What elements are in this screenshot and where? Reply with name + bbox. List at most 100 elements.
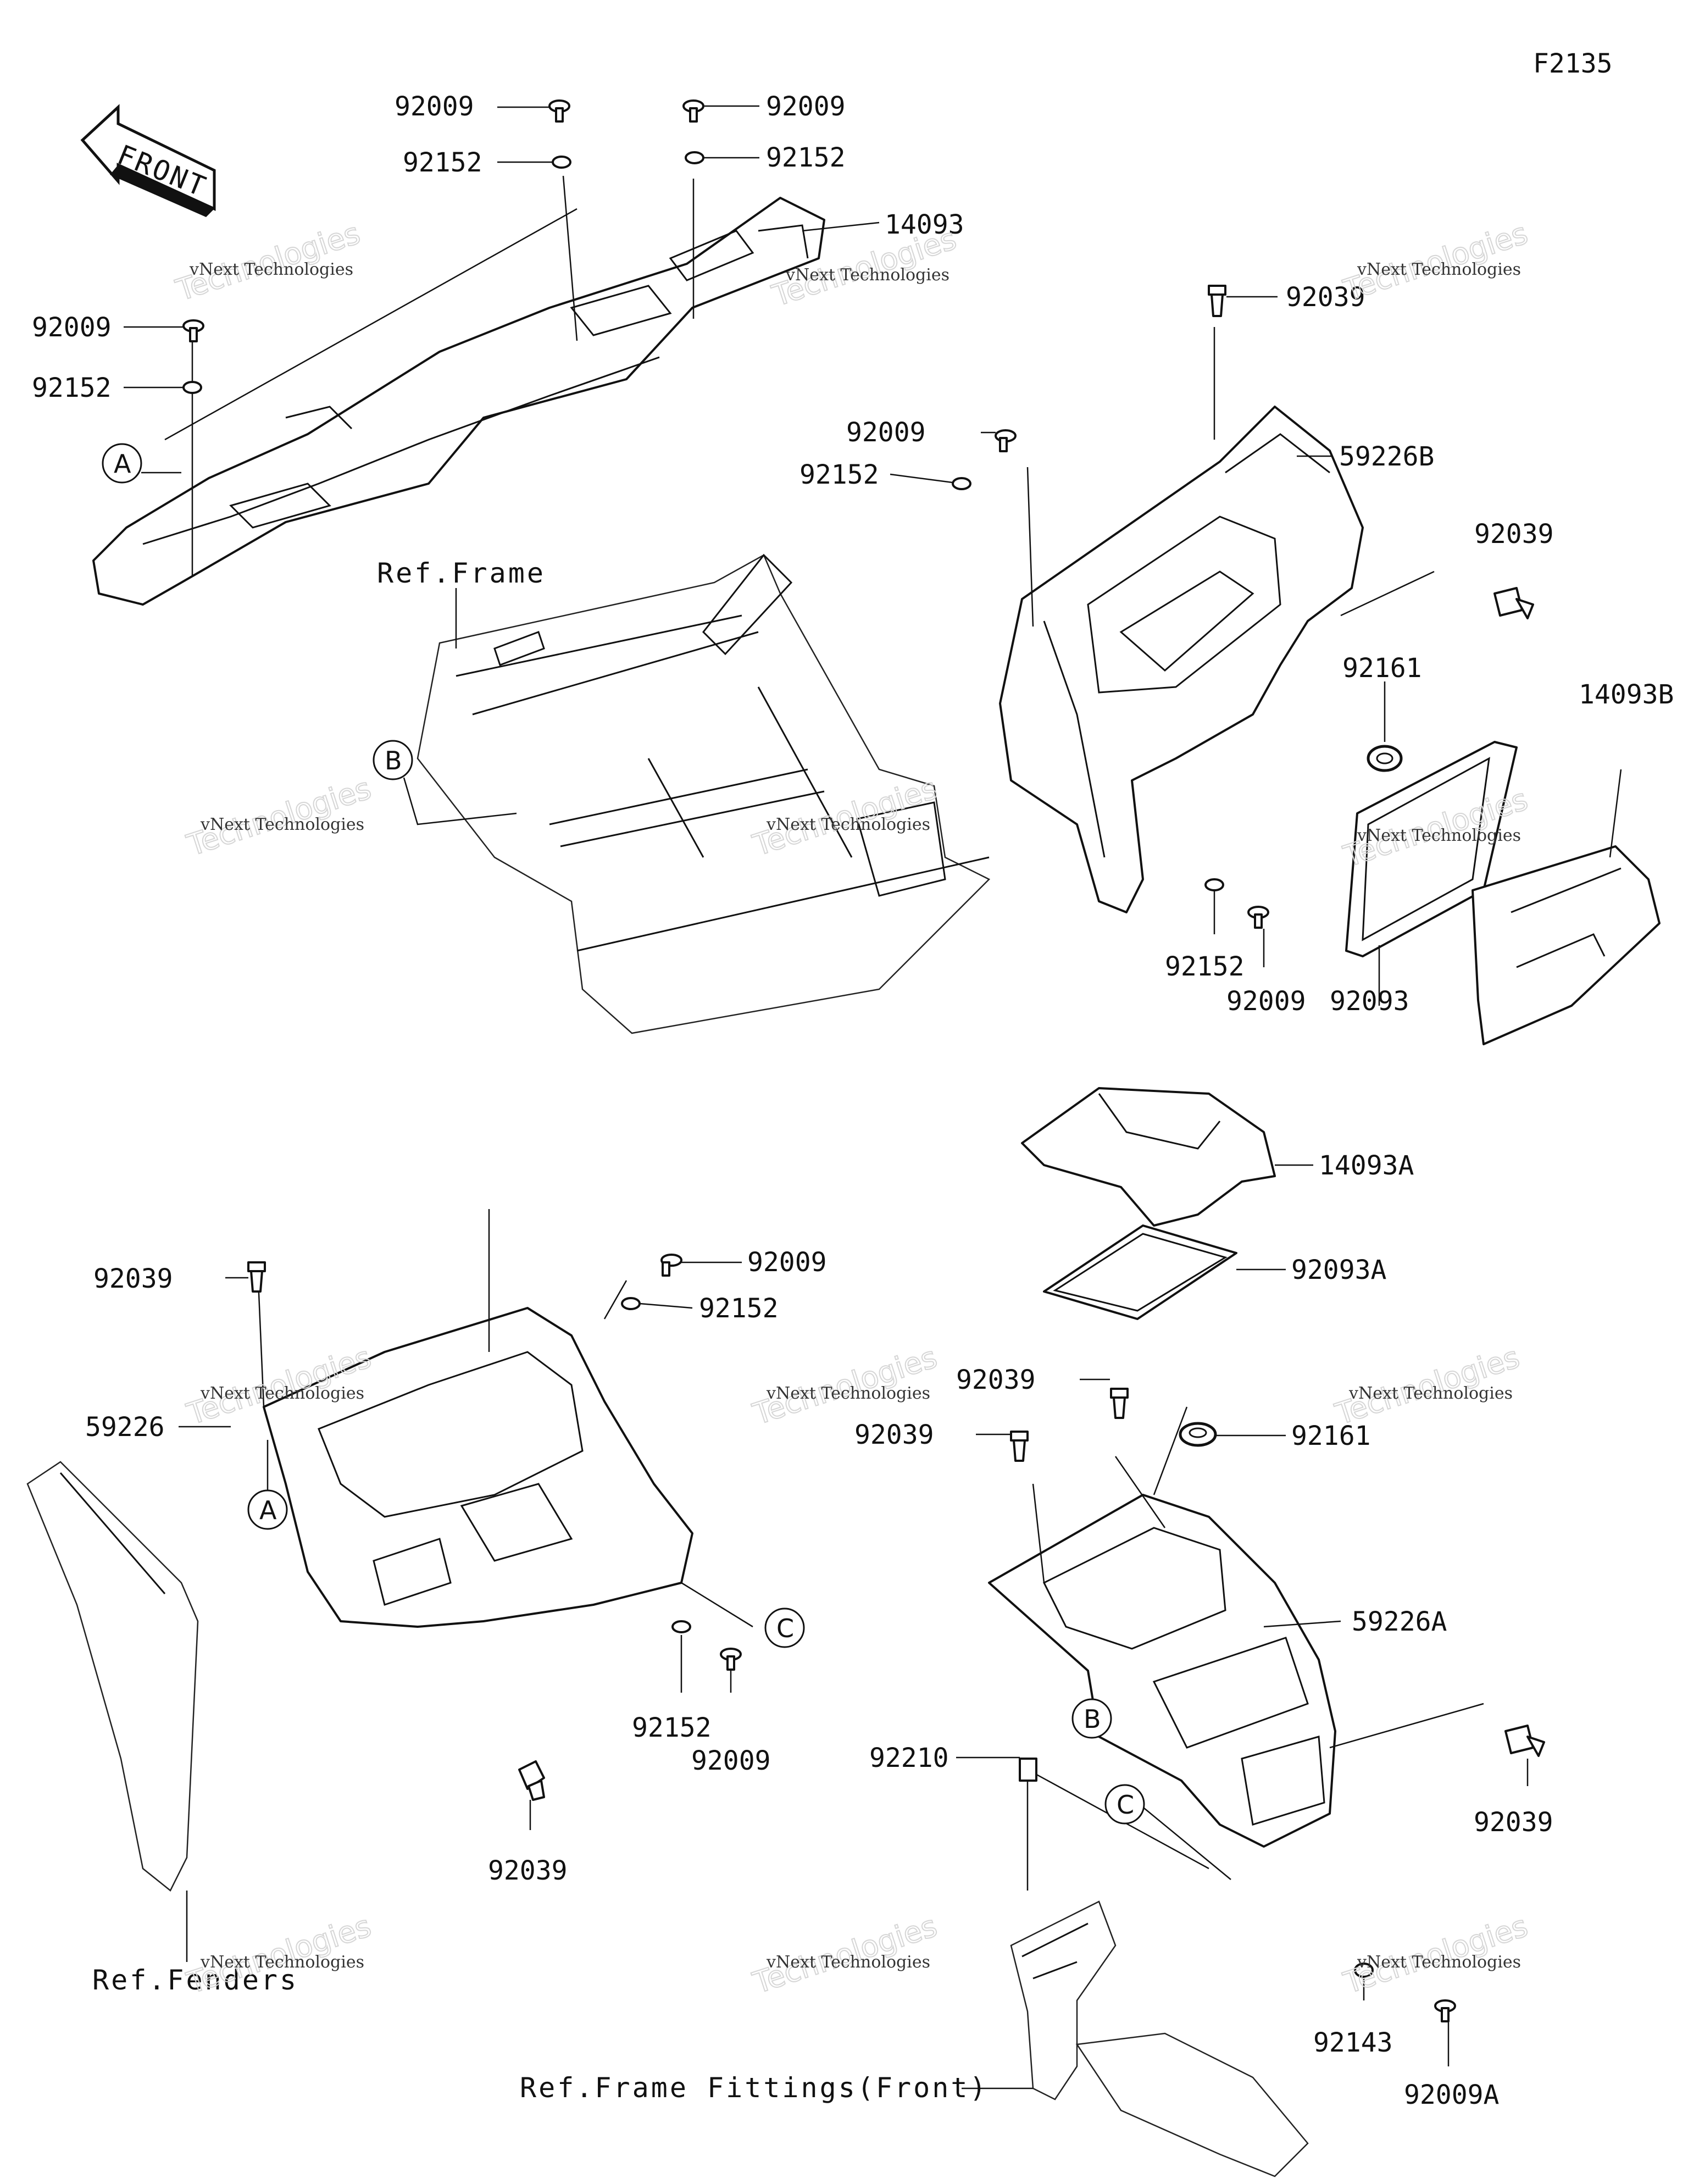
label-92093A: 92093A bbox=[1291, 1255, 1386, 1285]
circle-c-right: C bbox=[1104, 1784, 1145, 1825]
svg-text:vNext Technologies: vNext Technologies bbox=[189, 260, 353, 279]
part-59226B-rack bbox=[999, 406, 1364, 913]
part-59226-rack bbox=[263, 1307, 693, 1628]
washer-92152-icon bbox=[1204, 878, 1224, 891]
label-92152: 92152 bbox=[699, 1293, 779, 1324]
clip-92039-icon bbox=[1493, 587, 1534, 619]
svg-text:vNext Technologies: vNext Technologies bbox=[1357, 1953, 1521, 1972]
screw-92009-icon bbox=[182, 319, 204, 342]
label-92009: 92009 bbox=[32, 312, 112, 343]
svg-text:vNext Technologies: vNext Technologies bbox=[1357, 826, 1521, 845]
screw-92009-icon bbox=[682, 99, 704, 123]
label-59226A: 59226A bbox=[1352, 1606, 1447, 1637]
svg-text:vNext Technologies: vNext Technologies bbox=[766, 1953, 930, 1972]
part-14093A-cover bbox=[1021, 1087, 1276, 1227]
svg-text:A: A bbox=[259, 1495, 277, 1525]
label-14093B: 14093B bbox=[1579, 679, 1674, 710]
label-92152: 92152 bbox=[766, 142, 846, 173]
screw-92009-icon bbox=[720, 1648, 742, 1671]
svg-text:B: B bbox=[385, 746, 402, 775]
screw-92009-icon bbox=[995, 429, 1017, 452]
label-92039: 92039 bbox=[488, 1855, 568, 1886]
label-14093A: 14093A bbox=[1319, 1150, 1414, 1181]
screw-icons bbox=[182, 99, 1456, 2022]
label-14093: 14093 bbox=[885, 209, 964, 240]
label-92161: 92161 bbox=[1342, 653, 1422, 684]
ref-frame-label: Ref.Frame bbox=[377, 557, 546, 589]
svg-text:vNext Technologies: vNext Technologies bbox=[1348, 1384, 1513, 1403]
label-92152: 92152 bbox=[403, 147, 482, 178]
washer-92152-icon bbox=[621, 1297, 641, 1310]
screw-92009-icon bbox=[1247, 906, 1269, 929]
circle-b-bottom: B bbox=[1071, 1698, 1112, 1739]
label-59226: 59226 bbox=[85, 1412, 165, 1443]
clip-92039-icon bbox=[1504, 1725, 1545, 1757]
svg-text:vNext Technologies: vNext Technologies bbox=[766, 1384, 930, 1403]
svg-text:C: C bbox=[1117, 1790, 1134, 1820]
part-59226A-rack bbox=[988, 1494, 1336, 1848]
part-labels: 92009 92009 92152 92152 14093 92009 9215… bbox=[32, 91, 1674, 2110]
ref-frame-fittings-label: Ref.Frame Fittings(Front) bbox=[520, 2072, 989, 2104]
label-leaders bbox=[124, 105, 1529, 2066]
label-92039: 92039 bbox=[1474, 1807, 1553, 1838]
label-92039: 92039 bbox=[1474, 519, 1554, 550]
frame-reference bbox=[417, 553, 991, 1034]
clip-92039-icon bbox=[518, 1760, 545, 1801]
label-92093: 92093 bbox=[1330, 986, 1409, 1017]
svg-text:vNext Technologies: vNext Technologies bbox=[785, 265, 949, 285]
label-92009: 92009 bbox=[1226, 986, 1306, 1017]
screw-92009-icon bbox=[548, 99, 570, 123]
washer-92143-icon bbox=[1354, 1963, 1374, 1978]
part-14093B-cover bbox=[1472, 845, 1661, 1045]
svg-text:A: A bbox=[114, 449, 131, 479]
circle-b-top: B bbox=[373, 740, 413, 780]
label-92161: 92161 bbox=[1291, 1421, 1371, 1451]
frame-fittings-reference bbox=[1010, 1900, 1309, 2177]
label-92152: 92152 bbox=[799, 459, 879, 490]
ref-fenders-label: Ref.Fenders bbox=[92, 1964, 298, 1996]
circle-c-left: C bbox=[764, 1607, 805, 1648]
svg-text:vNext Technologies: vNext Technologies bbox=[200, 1384, 364, 1403]
washer-icons bbox=[182, 151, 1374, 1978]
svg-text:vNext Technologies: vNext Technologies bbox=[200, 815, 364, 834]
clip-92039-icon bbox=[1010, 1431, 1029, 1462]
svg-text:C: C bbox=[776, 1614, 794, 1643]
label-92152: 92152 bbox=[1165, 951, 1245, 982]
screw-92009A-icon bbox=[1434, 1999, 1456, 2022]
label-92009: 92009 bbox=[691, 1745, 771, 1776]
washer-92152-icon bbox=[552, 156, 571, 169]
nut-92210-icon bbox=[1019, 1758, 1037, 1782]
svg-text:vNext Technologies: vNext Technologies bbox=[1357, 260, 1521, 279]
clip-92039-icon bbox=[1110, 1388, 1129, 1419]
label-92039: 92039 bbox=[854, 1420, 934, 1450]
label-92152: 92152 bbox=[632, 1712, 712, 1743]
svg-text:B: B bbox=[1084, 1704, 1101, 1734]
clip-92039-icon bbox=[247, 1261, 266, 1293]
clip-92039-icon bbox=[1208, 285, 1226, 317]
circle-a-top: A bbox=[102, 443, 142, 484]
circle-a-bottom: A bbox=[247, 1489, 288, 1530]
screw-92009-icon bbox=[660, 1254, 682, 1277]
svg-text:vNext Technologies: vNext Technologies bbox=[200, 1953, 364, 1972]
svg-text:vNext Technologies: vNext Technologies bbox=[766, 815, 930, 834]
label-92009: 92009 bbox=[747, 1247, 827, 1278]
clip-icons bbox=[247, 285, 1545, 1801]
figure-code: F2135 bbox=[1533, 48, 1613, 79]
label-92009: 92009 bbox=[846, 417, 926, 448]
label-92009: 92009 bbox=[395, 91, 474, 122]
label-92143: 92143 bbox=[1313, 2027, 1393, 2058]
part-14093-cover bbox=[92, 197, 825, 606]
front-arrow-icon: FRONT bbox=[80, 104, 216, 217]
washer-92152-icon bbox=[182, 381, 202, 394]
label-92039: 92039 bbox=[1286, 282, 1365, 313]
grommet-92161-bottom-icon bbox=[1179, 1422, 1217, 1447]
label-92152: 92152 bbox=[32, 373, 112, 403]
label-59226B: 59226B bbox=[1339, 441, 1434, 472]
label-92009A: 92009A bbox=[1404, 2080, 1499, 2110]
washer-92152-icon bbox=[671, 1620, 691, 1633]
seal-92093A bbox=[1043, 1224, 1237, 1320]
label-92210: 92210 bbox=[869, 1743, 949, 1773]
label-92039: 92039 bbox=[956, 1365, 1036, 1395]
washer-92152-icon bbox=[685, 151, 704, 164]
